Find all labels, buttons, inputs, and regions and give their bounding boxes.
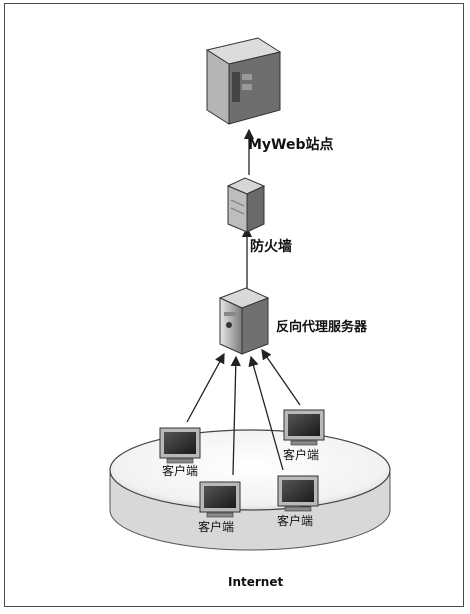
server-tower-icon <box>207 38 280 124</box>
computer-icon <box>200 482 240 517</box>
computer-icon <box>160 428 200 463</box>
client-label: 客户端 <box>283 447 319 462</box>
computer-icon <box>284 410 324 445</box>
internet-platform <box>110 430 390 550</box>
client-label: 客户端 <box>198 519 234 534</box>
client-computer-4: 客户端 <box>283 410 324 462</box>
firewall-label: 防火墙 <box>250 238 292 255</box>
firewall-icon <box>228 178 264 232</box>
reverse-proxy-label: 反向代理服务器 <box>276 319 368 335</box>
client-computer-2: 客户端 <box>198 482 240 534</box>
edge-client4-to-proxy <box>262 350 300 405</box>
client-computer-3: 客户端 <box>277 476 318 528</box>
server-icon <box>220 288 268 354</box>
web-site-label: MyWeb站点 <box>248 136 334 153</box>
computer-icon <box>278 476 318 511</box>
client-label: 客户端 <box>277 513 313 528</box>
edge-client1-to-proxy <box>187 354 224 422</box>
internet-label: Internet <box>228 575 283 589</box>
client-label: 客户端 <box>162 463 198 478</box>
client-computer-1: 客户端 <box>160 428 200 478</box>
